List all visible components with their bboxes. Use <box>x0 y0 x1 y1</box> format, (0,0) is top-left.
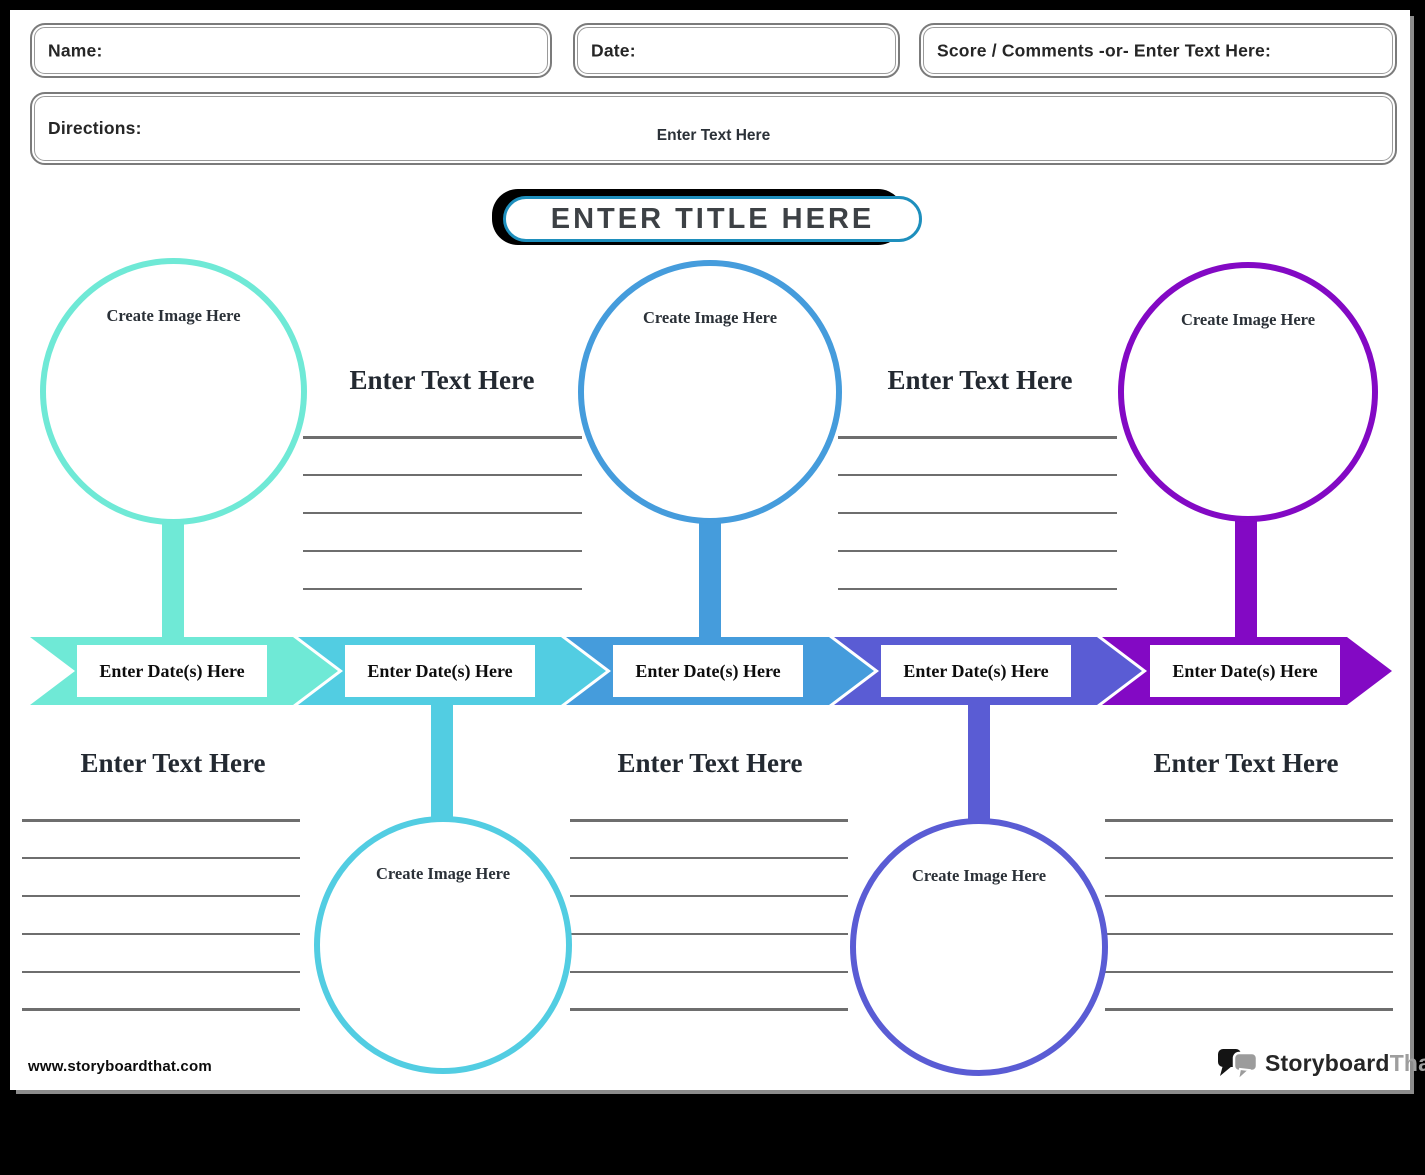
image-circle-3[interactable]: Create Image Here <box>578 260 842 524</box>
circle-stem-3 <box>699 515 721 640</box>
storyboardthat-logo: StoryboardThat <box>1215 1042 1425 1084</box>
image-placeholder-label-5: Create Image Here <box>1180 310 1316 329</box>
circle-stem-5 <box>1235 515 1257 640</box>
image-circle-5[interactable]: Create Image Here <box>1118 262 1378 522</box>
directions-placeholder-text[interactable]: Enter Text Here <box>656 127 771 144</box>
directions-field[interactable]: Directions: Enter Text Here <box>30 92 1397 165</box>
write-lines-3 <box>570 819 848 1011</box>
website-url: www.storyboardthat.com <box>28 1058 212 1075</box>
image-placeholder-label-4: Create Image Here <box>911 866 1047 885</box>
date-box-2[interactable]: Enter Date(s) Here <box>345 645 535 697</box>
date-box-1[interactable]: Enter Date(s) Here <box>77 645 267 697</box>
title-box[interactable]: ENTER TITLE HERE <box>492 189 922 245</box>
write-lines-1 <box>22 819 300 1011</box>
score-comments-label: Score / Comments -or- Enter Text Here: <box>937 40 1272 60</box>
text-heading-1[interactable]: Enter Text Here <box>80 748 266 778</box>
text-heading-3[interactable]: Enter Text Here <box>617 748 803 778</box>
speech-bubbles-icon <box>1218 1049 1259 1083</box>
date-box-5[interactable]: Enter Date(s) Here <box>1150 645 1340 697</box>
date-field[interactable]: Date: <box>573 23 900 78</box>
circle-stem-2 <box>431 703 453 823</box>
image-circle-1[interactable]: Create Image Here <box>40 258 307 525</box>
circle-stem-4 <box>968 703 990 823</box>
directions-label: Directions: <box>48 118 142 138</box>
score-comments-field[interactable]: Score / Comments -or- Enter Text Here: <box>919 23 1397 78</box>
circle-stem-1 <box>162 515 184 640</box>
image-placeholder-label-2: Create Image Here <box>375 864 511 883</box>
image-circle-4[interactable]: Create Image Here <box>850 818 1108 1076</box>
text-heading-2[interactable]: Enter Text Here <box>349 365 535 395</box>
date-box-4[interactable]: Enter Date(s) Here <box>881 645 1071 697</box>
date-label: Date: <box>591 40 636 60</box>
write-lines-4 <box>838 436 1117 590</box>
image-placeholder-label-1: Create Image Here <box>106 306 241 325</box>
image-circle-2[interactable]: Create Image Here <box>314 816 572 1074</box>
logo-text-primary: Storyboard <box>1265 1049 1390 1076</box>
text-heading-4[interactable]: Enter Text Here <box>887 365 1073 395</box>
write-lines-5 <box>1105 819 1393 1011</box>
page-title: ENTER TITLE HERE <box>550 202 875 235</box>
worksheet-page: Name: Date: Score / Comments -or- Enter … <box>10 10 1425 1090</box>
text-heading-5[interactable]: Enter Text Here <box>1153 748 1339 778</box>
title-box-inner: ENTER TITLE HERE <box>503 196 922 242</box>
date-box-3[interactable]: Enter Date(s) Here <box>613 645 803 697</box>
name-label: Name: <box>48 40 103 60</box>
write-lines-2 <box>303 436 582 590</box>
image-placeholder-label-3: Create Image Here <box>642 308 778 327</box>
name-field[interactable]: Name: <box>30 23 552 78</box>
logo-text-secondary: That <box>1389 1049 1425 1076</box>
